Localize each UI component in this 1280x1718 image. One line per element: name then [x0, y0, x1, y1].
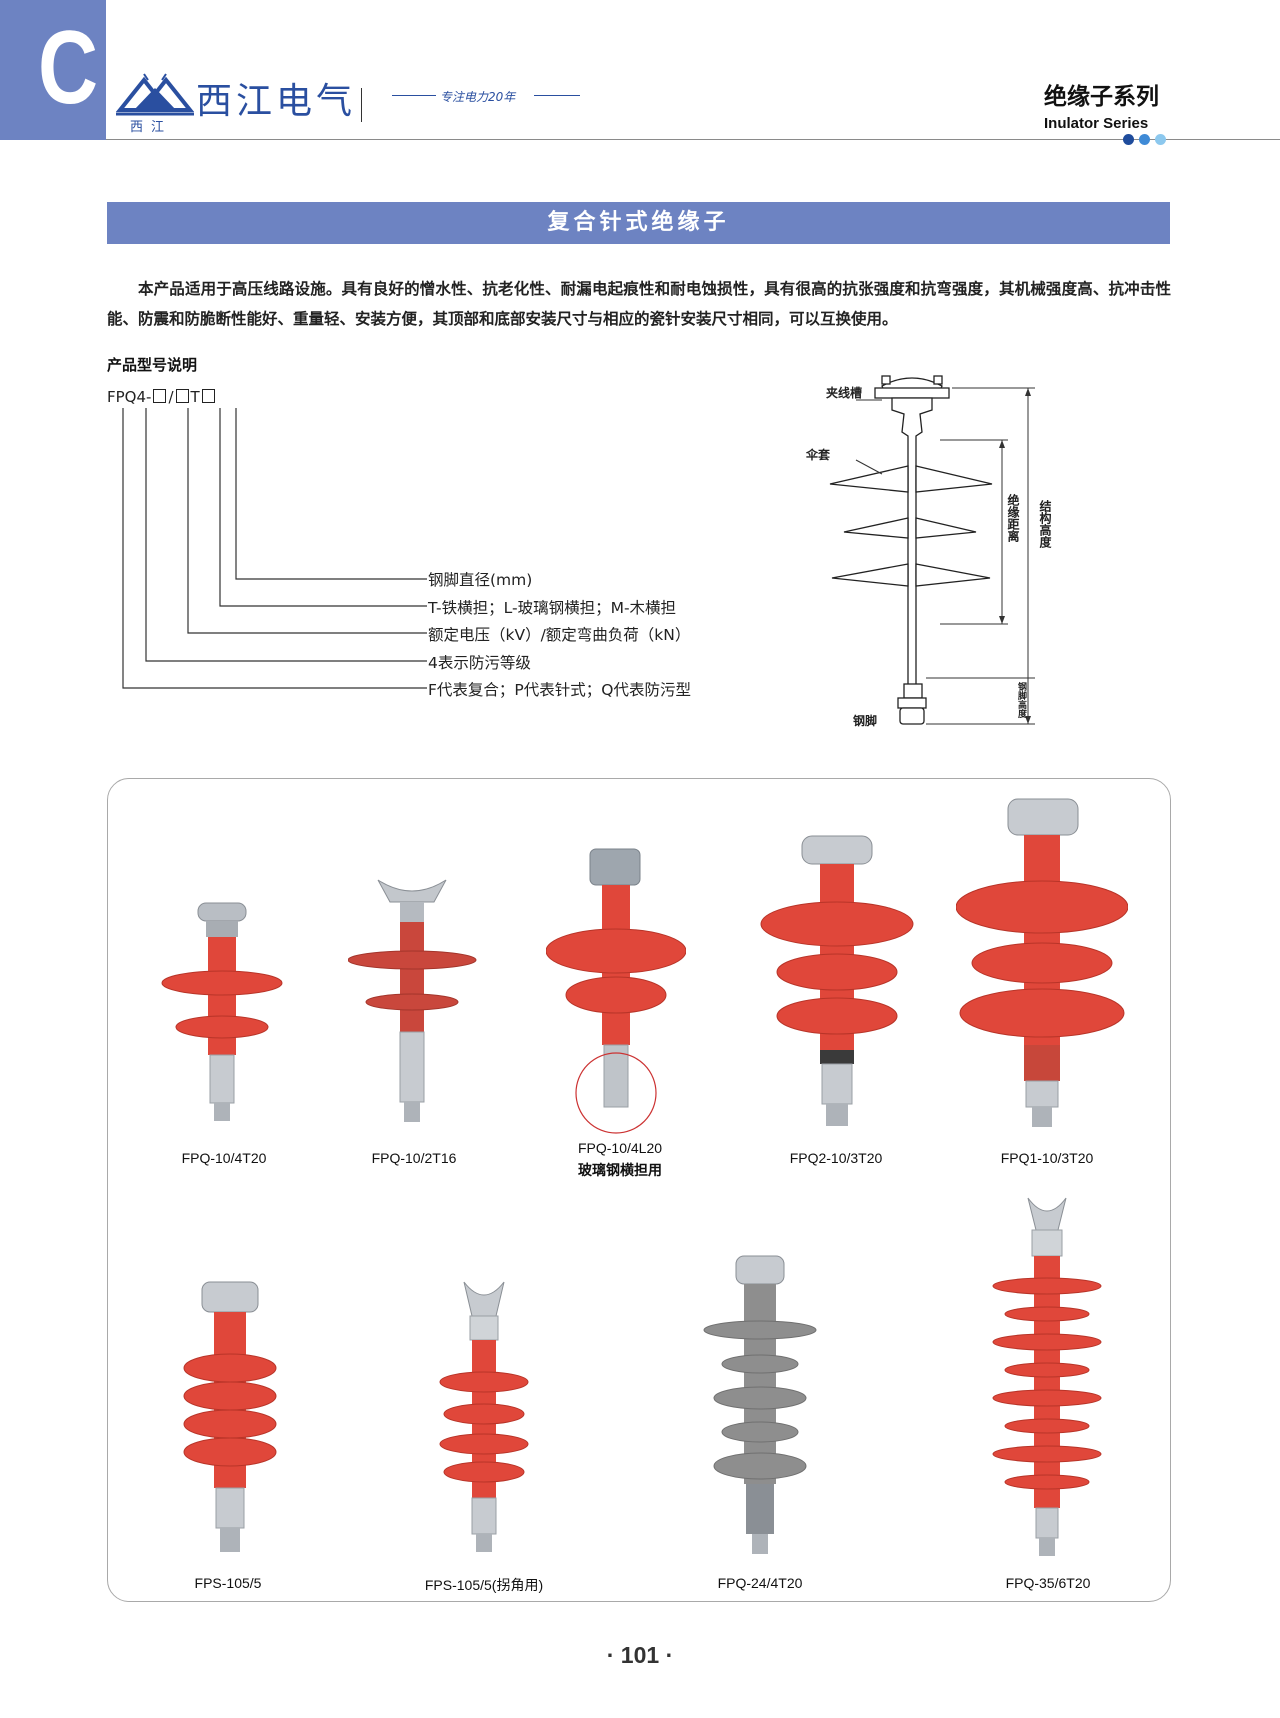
slogan: 专注电力20年 — [440, 90, 516, 104]
product-label: FPQ-24/4T20 — [717, 1575, 803, 1591]
slogan-rule-left — [392, 95, 436, 96]
insulator-photo — [183, 1281, 277, 1552]
insulator-photo — [992, 1197, 1102, 1556]
model-code-t: T — [190, 388, 200, 406]
dot-icon — [1123, 134, 1134, 145]
legend-item: F代表复合；P代表针式；Q代表防污型 — [428, 681, 691, 699]
insulator-diagram — [829, 375, 1035, 725]
insulator-photo — [703, 1255, 817, 1554]
header-divider — [106, 139, 1280, 140]
insulator-photo — [348, 879, 477, 1122]
dot-icon — [1155, 134, 1166, 145]
product-label: FPS-105/5 — [194, 1575, 262, 1591]
model-heading: 产品型号说明 — [107, 356, 198, 374]
product-label: FPQ-10/2T16 — [371, 1150, 457, 1166]
label-foot-height: 钢脚高度 — [1016, 682, 1026, 718]
model-code: FPQ4- / T — [107, 388, 217, 406]
insulator-photo — [439, 1281, 529, 1552]
legend-item: T-铁横担；L-玻璃钢横担；M-木横担 — [428, 599, 677, 617]
section-letter: C — [38, 10, 99, 126]
code-box — [153, 389, 167, 403]
product-note: 玻璃钢横担用 — [578, 1162, 662, 1178]
model-legend-lines — [122, 408, 427, 689]
slogan-rule-right — [534, 95, 580, 96]
model-code-prefix: FPQ4- — [107, 388, 152, 406]
insulator-photo — [760, 835, 914, 1126]
section-title: 复合针式绝缘子 — [547, 210, 730, 235]
insulator-photo — [161, 902, 283, 1121]
label-shed: 伞套 — [806, 448, 831, 462]
brand-subtext: 西江 — [130, 120, 173, 135]
product-panel — [107, 778, 1171, 1602]
code-box — [201, 389, 215, 403]
insulator-photo — [546, 848, 686, 1134]
legend-item: 4表示防污等级 — [428, 654, 531, 672]
brand-separator — [361, 88, 362, 122]
product-label: FPQ-35/6T20 — [1005, 1575, 1091, 1591]
intro-paragraph: 本产品适用于高压线路设施。具有良好的憎水性、抗老化性、耐漏电起痕性和耐电蚀损性，… — [107, 280, 1171, 328]
brand-name: 西江电气 — [196, 81, 357, 122]
series-title-cn: 绝缘子系列 — [1044, 84, 1159, 110]
dot-icon — [1139, 134, 1150, 145]
section-title-bar: 复合针式绝缘子 — [107, 202, 1170, 244]
legend-item: 额定电压（kV）/额定弯曲负荷（kN） — [428, 626, 691, 644]
product-label: FPQ-10/4L20 — [577, 1140, 663, 1156]
section-tab — [0, 0, 106, 140]
brand-logo-icon — [116, 73, 194, 116]
label-steel-foot: 钢脚 — [853, 714, 878, 728]
product-label: FPS-105/5(拐角用) — [424, 1577, 544, 1593]
insulator-photo — [956, 798, 1128, 1127]
product-label: FPQ2-10/3T20 — [789, 1150, 883, 1166]
label-structure-height: 结构高度 — [1038, 500, 1052, 548]
series-title-en: Inulator Series — [1044, 115, 1149, 132]
label-insulation-distance: 绝缘距离 — [1006, 494, 1020, 542]
product-label: FPQ-10/4T20 — [181, 1150, 267, 1166]
code-box — [175, 389, 189, 403]
model-code-slash: / — [168, 388, 174, 406]
label-clamp: 夹线槽 — [826, 386, 863, 400]
product-label: FPQ1-10/3T20 — [1000, 1150, 1094, 1166]
page-number: · 101 · — [606, 1642, 674, 1668]
legend-item: 钢脚直径(mm) — [428, 571, 533, 589]
